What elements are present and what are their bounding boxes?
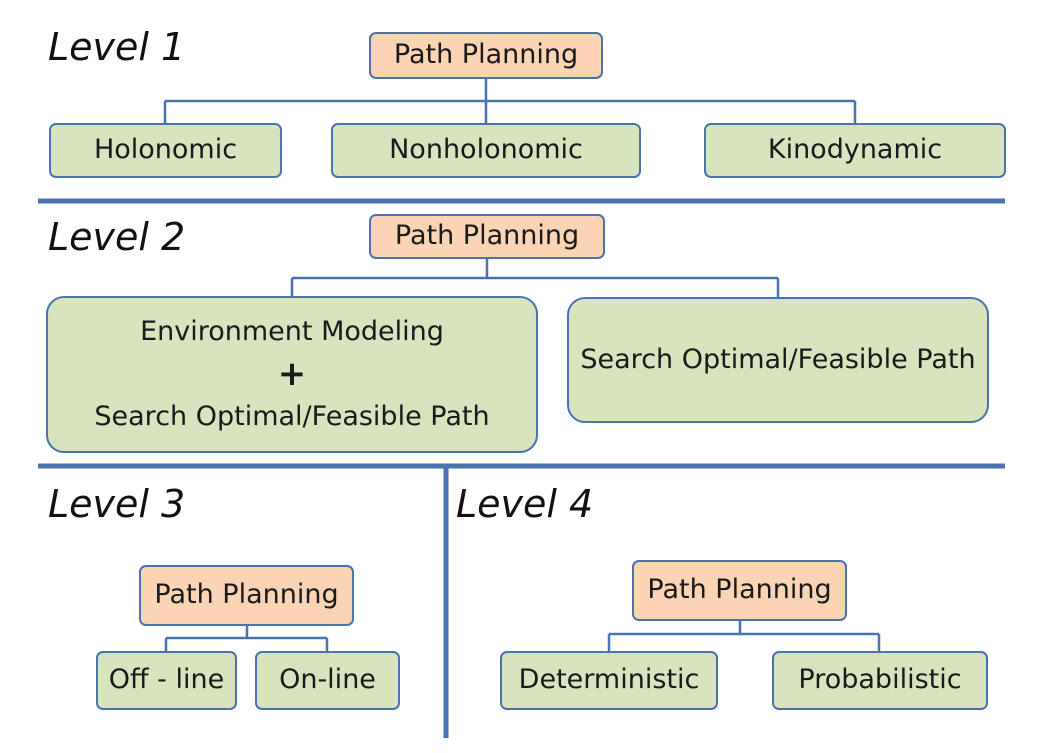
- level2-left-line1: Environment Modeling: [140, 315, 444, 347]
- level3-root-node: Path Planning: [139, 565, 354, 626]
- level3-connectors: [164, 625, 329, 652]
- level2-label: Level 2: [48, 215, 186, 259]
- level4-node-deterministic: Deterministic: [500, 651, 718, 710]
- level1-root-node: Path Planning: [369, 32, 603, 79]
- level4-connectors: [607, 620, 881, 652]
- level1-connectors: [163, 78, 857, 124]
- level4-node-probabilistic: Probabilistic: [772, 651, 988, 710]
- level2-root-node: Path Planning: [369, 214, 605, 259]
- level3-label: Level 3: [48, 482, 186, 526]
- level3-node-offline: Off - line: [96, 651, 237, 710]
- level2-connectors: [290, 258, 780, 297]
- level1-node-holonomic: Holonomic: [49, 123, 282, 178]
- level2-node-environment-modeling: Environment Modeling + Search Optimal/Fe…: [46, 296, 538, 453]
- level1-node-nonholonomic: Nonholonomic: [331, 123, 641, 178]
- level4-root-node: Path Planning: [632, 560, 847, 621]
- level2-node-search-path: Search Optimal/Feasible Path: [567, 297, 989, 423]
- level1-node-kinodynamic: Kinodynamic: [704, 123, 1006, 178]
- level2-left-line2: Search Optimal/Feasible Path: [94, 400, 490, 432]
- plus-sign: +: [277, 354, 307, 395]
- level4-label: Level 4: [456, 482, 594, 526]
- level3-node-online: On-line: [255, 651, 400, 710]
- level1-label: Level 1: [48, 25, 186, 69]
